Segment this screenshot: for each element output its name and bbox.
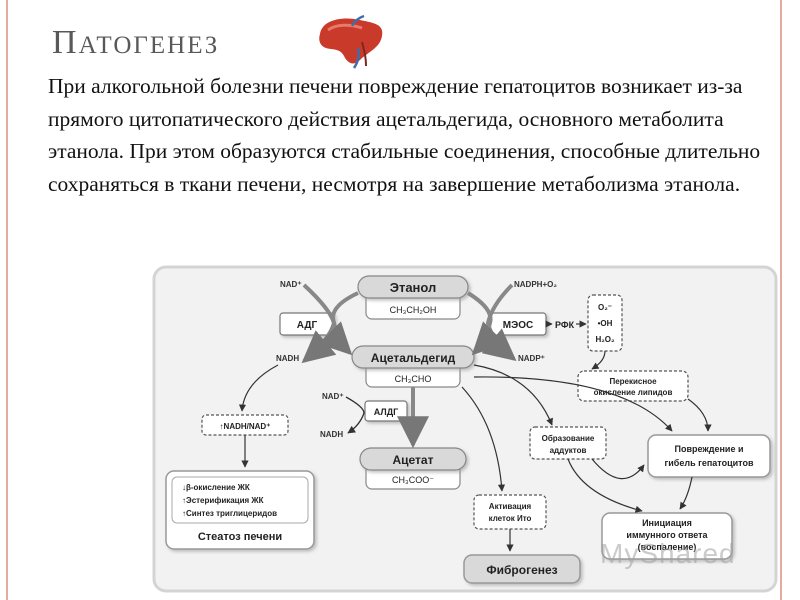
steatosis-node: ↓β-окисление ЖК ↑Эстерификация ЖК ↑Синте… (165, 470, 315, 550)
ros-hydroxyl: •OH (598, 319, 613, 328)
ethanol-formula: CH₃CH₂OH (390, 305, 437, 315)
lipid-peroxidation-line1: Перекисное (609, 377, 657, 386)
pathogenesis-diagram: Этанол CH₃CH₂OH Ацетальдегид CH₃CHO Ацет… (152, 265, 778, 593)
ros-to-lipid-arrow (591, 350, 606, 370)
aldh-enzyme: АЛДГ (364, 400, 408, 422)
lipid-peroxidation-line2: окисление липидов (594, 388, 673, 397)
meos-enzyme: МЭОС (489, 312, 547, 336)
nadh-left: NADH (276, 354, 299, 363)
acetaldehyde-title: Ацетальдегид (371, 351, 456, 365)
nadh-to-ratio-arrow (238, 364, 279, 412)
title-rest: АТОГЕНЕЗ (78, 32, 220, 59)
fibrogenesis-label: Фиброгенез (486, 563, 557, 577)
immune-line1: Инициация (642, 518, 692, 528)
ethanol-to-acetaldehyde-right (466, 291, 506, 356)
rfk-label: РФК (555, 320, 575, 330)
adh-enzyme: АДГ (279, 312, 335, 336)
ethanol-node: Этанол CH₃CH₂OH (357, 275, 469, 320)
nad-plus-mid: NAD⁺ (322, 392, 344, 401)
aldh-cofactor-arc (345, 396, 365, 434)
acetate-node: Ацетат CH₃COO⁻ (359, 447, 467, 490)
nad-plus-top: NAD⁺ (280, 280, 302, 289)
ito-activation-line1: Активация (489, 502, 532, 511)
left-edge-line (6, 0, 8, 600)
hepatocyte-damage-line2: гибель гепатоцитов (665, 458, 754, 468)
damage-to-immune-arrow (679, 476, 693, 510)
ros-superoxide: O₂⁻ (598, 303, 612, 312)
immune-response-node: Инициация иммунного ответа (воспаление) (601, 512, 733, 560)
liver-icon (319, 14, 383, 69)
acetate-formula: CH₃COO⁻ (392, 475, 434, 485)
hepatocyte-damage-node: Повреждение и гибель гепатоцитов (647, 434, 771, 478)
right-edge-line (780, 0, 782, 600)
nadh-mid: NADH (320, 430, 343, 439)
ethanol-to-acetaldehyde-left (318, 291, 359, 356)
adducts-line1: Образование (542, 434, 595, 443)
ros-peroxide: H₂O₂ (595, 335, 615, 344)
adh-label: АДГ (297, 320, 318, 331)
steatosis-item-2: ↑Эстерификация ЖК (182, 496, 264, 505)
acetaldehyde-to-damage-arrow (473, 376, 673, 432)
ito-activation-line2: клеток Ито (489, 514, 532, 523)
immune-line2: иммунного ответа (626, 530, 708, 540)
acetaldehyde-to-ito-arrow (461, 386, 506, 492)
watermark: MyShared (600, 538, 736, 569)
nadph-o2: NADPH+O₂ (514, 280, 557, 289)
acetaldehyde-node: Ацетальдегид CH₃CHO (351, 345, 475, 388)
slide-title: ПАТОГЕНЕЗ (52, 24, 219, 62)
nadp-plus: NADP⁺ (518, 354, 545, 363)
immune-line3: (воспаление) (638, 542, 697, 552)
lipid-to-damage-arrow (687, 398, 712, 432)
meos-label: МЭОС (503, 320, 533, 331)
adducts-to-damage-arrow (591, 458, 645, 480)
steatosis-item-1: ↓β-окисление ЖК (182, 483, 250, 492)
acetate-title: Ацетат (393, 453, 434, 467)
adducts-to-immune-arrow (567, 458, 643, 513)
title-first-letter: П (52, 24, 79, 61)
acetaldehyde-formula: CH₃CHO (395, 374, 432, 384)
nadh-ratio-label: ↑NADH/NAD⁺ (220, 422, 271, 431)
ito-activation-box (473, 494, 547, 530)
acetaldehyde-to-adducts-arrow (473, 364, 553, 426)
hepatocyte-damage-line1: Повреждение и (675, 444, 744, 454)
adducts-line2: аддуктов (550, 446, 587, 455)
steatosis-item-3: ↑Синтез триглицеридов (182, 509, 277, 518)
lipid-peroxidation-box (577, 370, 689, 402)
ethanol-title: Этанол (390, 280, 437, 295)
intro-paragraph: При алкогольной болезни печени поврежден… (48, 74, 761, 196)
steatosis-title: Стеатоз печени (198, 531, 282, 543)
aldh-label: АЛДГ (374, 407, 398, 417)
fibrogenesis-node: Фиброгенез (463, 554, 581, 584)
